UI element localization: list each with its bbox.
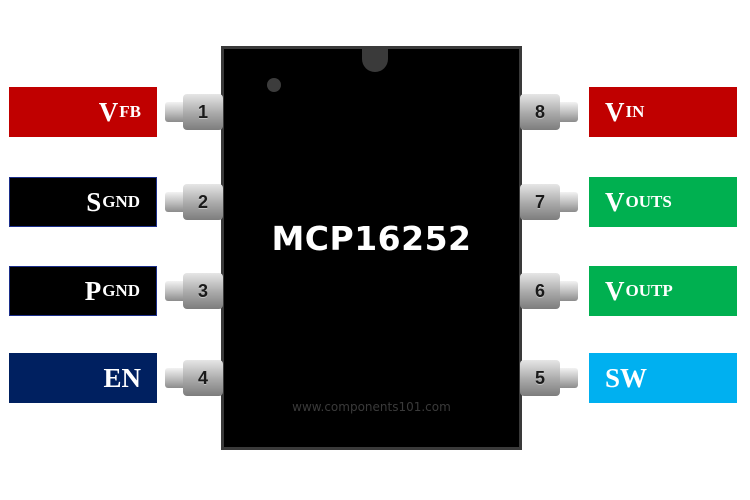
pin-lead	[165, 192, 187, 212]
pin-lead	[556, 368, 578, 388]
pin-label-sub: GND	[102, 281, 140, 300]
pin-label-text: P	[84, 275, 102, 306]
pin-label-text: V	[98, 96, 119, 127]
pin-lead	[165, 102, 187, 122]
pin-label-sub: OUTS	[625, 192, 672, 211]
pin-lead	[165, 281, 187, 301]
pin-7: 7	[520, 184, 580, 220]
ic-package: MCP16252 www.components101.com	[221, 46, 522, 450]
pin1-indicator-dot	[267, 78, 281, 92]
pin-lead	[165, 368, 187, 388]
pin-number: 8	[520, 94, 560, 130]
pin-2: 2	[165, 184, 225, 220]
pin-number: 1	[183, 94, 223, 130]
pin-label-sub: OUTP	[625, 281, 673, 300]
pin-label-text: V	[605, 186, 625, 217]
pin-lead	[556, 102, 578, 122]
pin-label-text: S	[86, 186, 102, 217]
pin-label-text: SW	[605, 362, 648, 393]
chip-name: MCP16252	[271, 219, 472, 258]
pin-8: 8	[520, 94, 580, 130]
pin-number: 5	[520, 360, 560, 396]
pin-number: 3	[183, 273, 223, 309]
pin-lead	[556, 281, 578, 301]
pin-5: 5	[520, 360, 580, 396]
package-notch	[362, 46, 388, 72]
pin-label-sw: SW	[589, 353, 737, 403]
pin-3: 3	[165, 273, 225, 309]
pin-6: 6	[520, 273, 580, 309]
pin-number: 7	[520, 184, 560, 220]
pin-number: 2	[183, 184, 223, 220]
pin-label-text: V	[605, 96, 625, 127]
pin-label-sub: IN	[625, 102, 645, 121]
pin-label-en: EN	[9, 353, 157, 403]
pin-label-sub: GND	[102, 192, 140, 211]
pin-label-text: EN	[103, 362, 141, 393]
pin-number: 4	[183, 360, 223, 396]
pin-lead	[556, 192, 578, 212]
pin-label-sub: FB	[119, 102, 141, 121]
pin-label-text: V	[605, 275, 625, 306]
watermark: www.components101.com	[292, 400, 451, 414]
pin-number: 6	[520, 273, 560, 309]
pin-1: 1	[165, 94, 225, 130]
pin-4: 4	[165, 360, 225, 396]
